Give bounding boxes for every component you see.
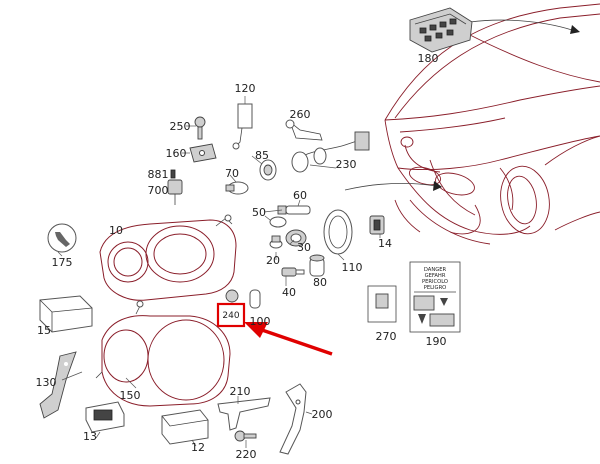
leader-lines <box>57 125 381 448</box>
callout-50: 50 <box>252 206 266 219</box>
callout-20: 20 <box>266 254 280 267</box>
warning-line-3: PERICOLO <box>422 279 448 285</box>
part-190-warning-sign: DANGER GEFAHR PERICOLO PELIGRO <box>409 261 461 333</box>
callout-120: 120 <box>235 82 256 95</box>
part-250-screw <box>194 116 206 140</box>
callout-10: 10 <box>109 224 123 237</box>
part-85-socket <box>259 159 277 181</box>
callout-210: 210 <box>230 385 251 398</box>
part-15-module <box>39 295 93 333</box>
callout-110: 110 <box>342 261 363 274</box>
callout-200: 200 <box>312 408 333 421</box>
part-10-headlamp <box>99 214 237 301</box>
callout-labels: 180 120 250 260 160 881 700 70 85 230 60… <box>36 52 447 461</box>
callout-220: 220 <box>236 448 257 461</box>
callout-40: 40 <box>282 286 296 299</box>
part-240-highlight <box>216 289 246 328</box>
part-70-bulb <box>225 181 249 195</box>
callout-14: 14 <box>378 237 392 250</box>
warning-line-4: PELIGRO <box>424 285 447 291</box>
part-230-cable <box>291 131 370 173</box>
part-20-bulb <box>269 235 283 249</box>
part-80-bulb <box>309 254 325 277</box>
part-210-bracket <box>217 397 271 431</box>
callout-175: 175 <box>52 256 73 269</box>
callout-85: 85 <box>255 149 269 162</box>
car-outline <box>384 3 600 245</box>
callout-260: 260 <box>290 108 311 121</box>
callout-30: 30 <box>297 241 311 254</box>
part-30-holder <box>285 229 307 247</box>
part-130-bracket <box>39 351 77 419</box>
part-200-bracket <box>279 383 307 455</box>
part-270-label <box>367 285 397 323</box>
callout-130: 130 <box>36 376 57 389</box>
callout-190: 190 <box>426 335 447 348</box>
part-120-bracket <box>232 96 253 150</box>
part-700-plug <box>167 179 183 205</box>
callout-180: 180 <box>418 52 439 65</box>
leader-arrows <box>344 19 580 191</box>
part-260-bracket <box>285 119 323 141</box>
warning-line-2: GEFAHR <box>425 273 446 279</box>
part-160-clip <box>189 143 217 163</box>
part-175-wrench-icon <box>47 223 77 253</box>
callout-80: 80 <box>313 276 327 289</box>
callout-700: 700 <box>148 184 169 197</box>
callout-60: 60 <box>293 189 307 202</box>
part-14-cap <box>369 215 385 235</box>
part-110-ring <box>323 209 353 255</box>
part-13-ballast <box>85 401 125 433</box>
part-100-cylinder <box>249 289 261 309</box>
callout-160: 160 <box>166 147 187 160</box>
part-150-trim-ring <box>95 300 231 407</box>
callout-70: 70 <box>225 167 239 180</box>
callout-881: 881 <box>148 168 169 181</box>
callout-12: 12 <box>191 441 205 454</box>
callout-150: 150 <box>120 389 141 402</box>
part-60-bulb <box>277 205 311 215</box>
highlight-arrow <box>244 322 333 356</box>
callout-13: 13 <box>83 430 97 443</box>
part-50-bulb <box>264 215 287 228</box>
callout-270: 270 <box>376 330 397 343</box>
part-220-screw <box>234 430 257 442</box>
part-180-control-unit <box>409 7 473 53</box>
callout-100: 100 <box>250 315 271 328</box>
part-881-pin <box>170 169 176 179</box>
callout-250: 250 <box>170 120 191 133</box>
callout-15: 15 <box>37 324 51 337</box>
callout-230: 230 <box>336 158 357 171</box>
callout-240: 240 <box>222 311 239 321</box>
part-40-socket <box>281 267 305 277</box>
warning-line-1: DANGER <box>424 267 447 273</box>
part-12-module <box>161 409 209 445</box>
